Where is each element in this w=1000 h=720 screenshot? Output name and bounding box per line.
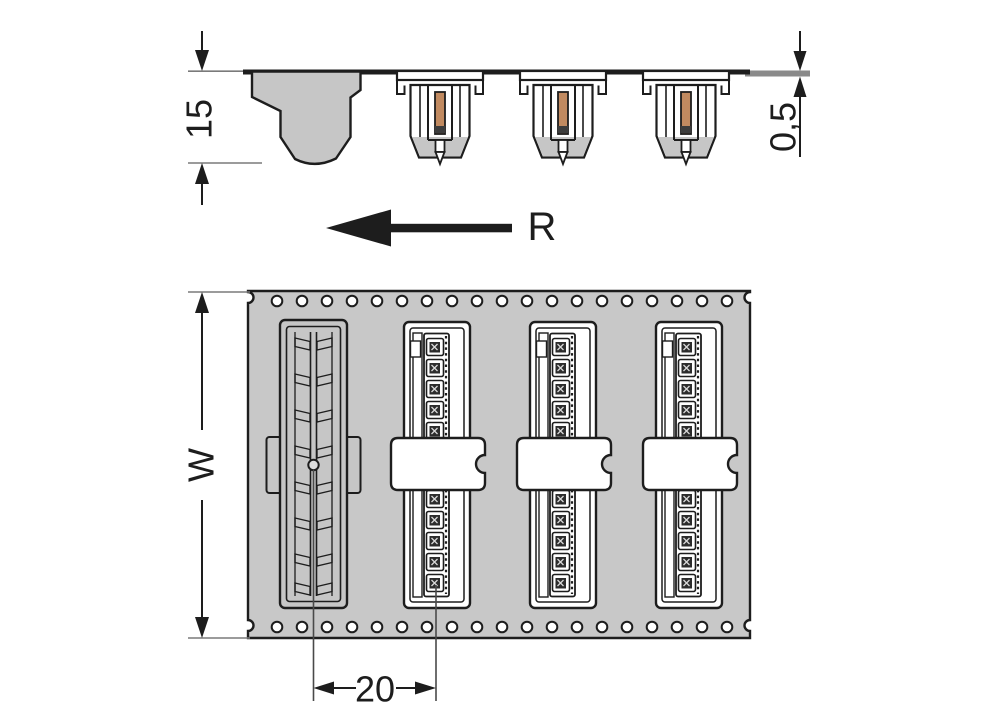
carrier-pocket-side xyxy=(250,70,362,166)
connector-side-1 xyxy=(395,69,485,166)
dim-arrow-down xyxy=(793,51,807,71)
dimension-tape-width: W xyxy=(181,291,250,639)
connector-plan-1 xyxy=(391,322,485,608)
tape-side-line xyxy=(243,69,750,75)
dim-label-reel-direction: R xyxy=(528,205,557,249)
dim-arrow-right xyxy=(415,681,436,695)
plan-view: W 20 xyxy=(181,289,752,710)
dim-label-pocket-depth: 15 xyxy=(179,99,220,139)
side-view: 15 0,5 R xyxy=(179,31,810,249)
dim-arrow-down xyxy=(195,50,209,71)
connector-plan-3 xyxy=(643,322,737,608)
dim-label-pocket-pitch: 20 xyxy=(355,669,395,710)
connector-side-2 xyxy=(518,69,608,166)
dimension-tape-thickness: 0,5 xyxy=(763,31,807,157)
dim-arrow-down xyxy=(195,617,209,638)
direction-arrow-shaft xyxy=(389,223,512,233)
dimension-pocket-depth: 15 xyxy=(179,31,262,205)
dim-arrow-up xyxy=(195,292,209,313)
dim-arrow-up xyxy=(793,76,807,97)
carrier-pocket-plan xyxy=(265,318,362,610)
pocket-center-hole xyxy=(307,458,320,472)
direction-arrow: R xyxy=(326,205,556,249)
dim-arrow-left xyxy=(313,681,334,695)
connector-plan-2 xyxy=(517,322,611,608)
tape-edge-extension xyxy=(745,70,810,77)
dim-label-tape-width: W xyxy=(181,448,222,482)
direction-arrowhead xyxy=(326,209,391,247)
dim-label-tape-thickness: 0,5 xyxy=(763,102,804,152)
carrier-tape-plan xyxy=(246,289,752,640)
connector-side-3 xyxy=(641,69,731,166)
dimension-pocket-pitch: 20 xyxy=(312,470,437,710)
dim-arrow-up xyxy=(195,163,209,184)
